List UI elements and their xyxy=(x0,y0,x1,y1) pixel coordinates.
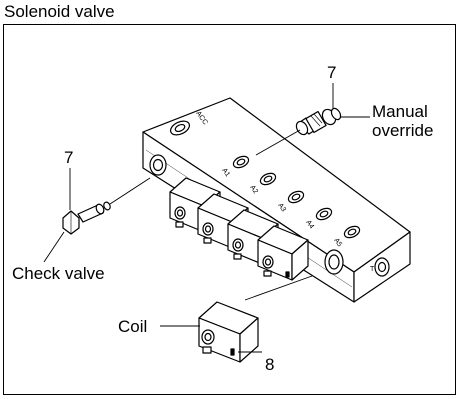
leader-check-valve-to-block xyxy=(109,177,151,205)
left-end-port xyxy=(149,154,167,176)
port-label-a5: A5 xyxy=(332,237,343,248)
right-front-port xyxy=(324,249,344,275)
figure-frame xyxy=(3,24,456,395)
manual-override-label-line2: override xyxy=(372,121,433,140)
coil-number: 8 xyxy=(265,355,274,374)
spare-coil xyxy=(198,301,259,363)
port-label-a4: A4 xyxy=(304,219,315,230)
acc-port xyxy=(169,120,191,136)
port-label-a3: A3 xyxy=(276,202,287,213)
top-ports xyxy=(232,155,361,239)
callout-labels: 7 Check valve 7 Manual override Coil 8 xyxy=(12,63,433,374)
manual-override-label-line1: Manual xyxy=(372,102,428,121)
check-valve-fitting xyxy=(62,201,111,235)
check-valve-label: Check valve xyxy=(12,264,105,283)
figure-title: Solenoid valve xyxy=(4,2,115,21)
coil-4 xyxy=(257,225,309,281)
check-valve-number: 7 xyxy=(64,148,73,167)
port-label-a1: A1 xyxy=(220,167,231,178)
port-label-t: T xyxy=(370,266,375,273)
coil-label: Coil xyxy=(118,317,147,336)
leader-coil-to-mount xyxy=(244,275,313,301)
leader-override-to-block xyxy=(255,129,301,156)
t-port xyxy=(374,257,390,277)
manual-override-fitting xyxy=(295,107,342,136)
manual-override-number: 7 xyxy=(327,63,336,82)
leader-check-valve-label xyxy=(43,231,65,263)
port-label-a2: A2 xyxy=(248,184,259,195)
leader-lines xyxy=(43,83,370,353)
